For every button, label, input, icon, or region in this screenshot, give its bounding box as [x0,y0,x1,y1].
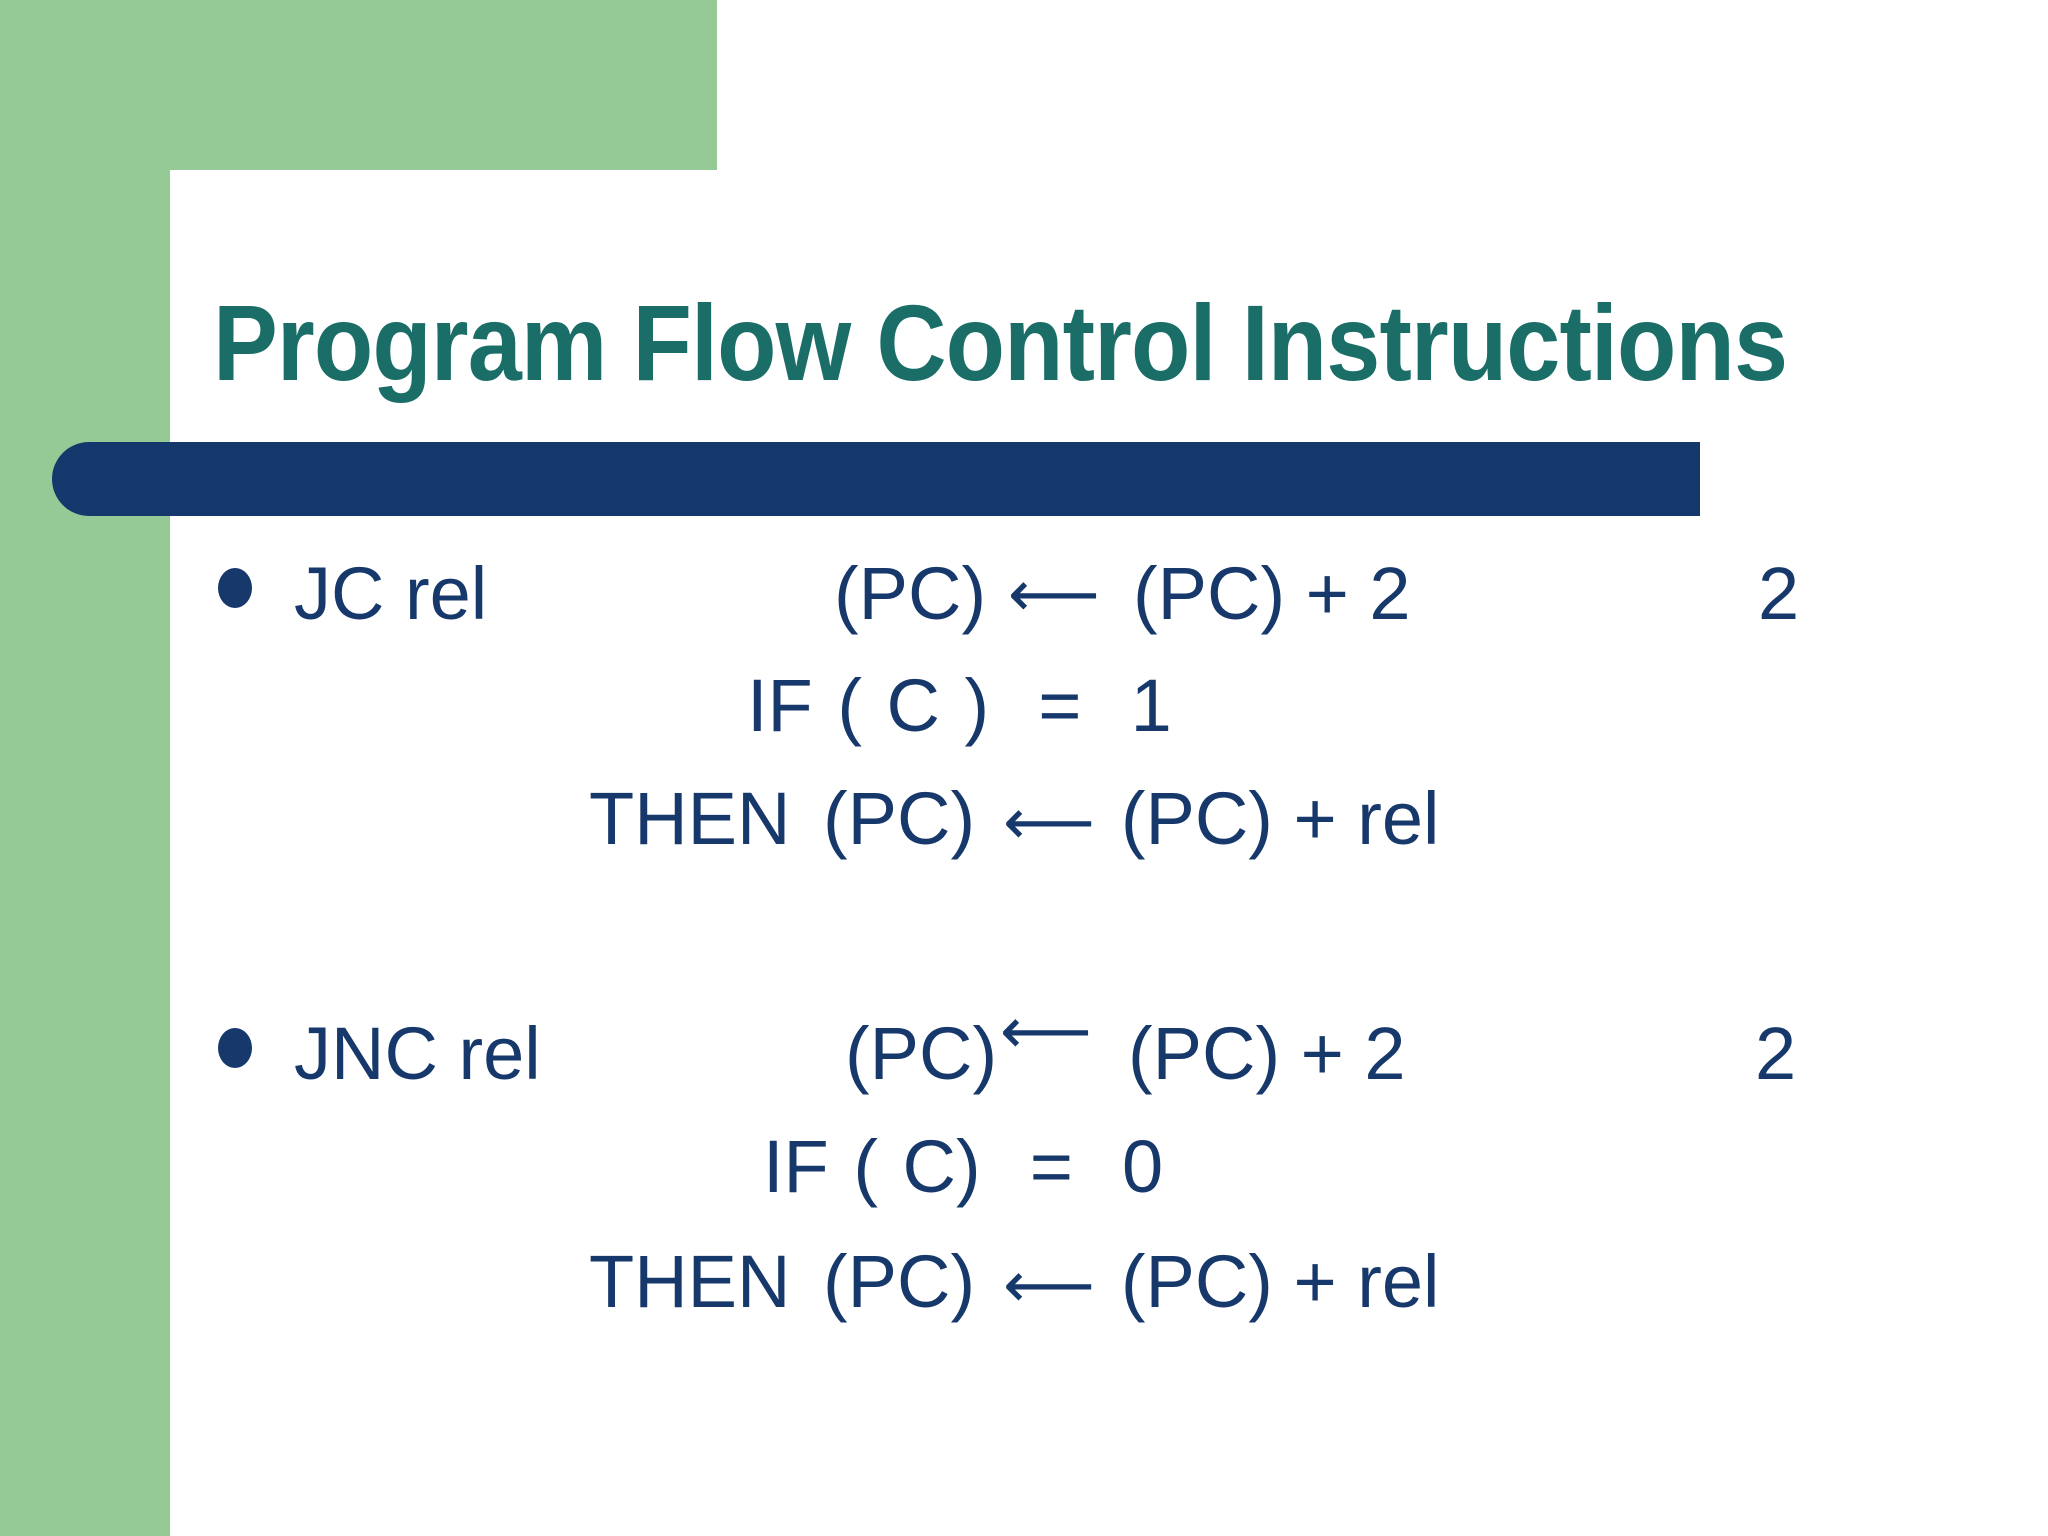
jc-then-prefix: THEN (PC) [589,777,976,860]
jnc-operation-dest: (PC) [845,1012,998,1095]
slide-title: Program Flow Control Instructions [213,282,1788,403]
green-left-column [0,0,170,1536]
jc-then-suffix: (PC) + rel [1120,777,1440,860]
jnc-operation-src: (PC) + 2 [1128,1012,1406,1095]
jnc-byte-count: 2 [1755,1012,1797,1095]
jc-then-clause: THEN (PC)⟵(PC) + rel [589,782,1440,856]
left-arrow-icon: ⟵ [1003,786,1095,858]
jc-condition: IF ( C ) = 1 [747,664,1172,747]
title-underline-bar [52,442,1700,516]
content-panel [170,170,2048,1536]
jnc-mnemonic: JNC rel [294,1012,541,1095]
bullet-icon [218,1028,252,1068]
bullet-icon [218,568,252,608]
left-arrow-icon: ⟵ [1000,995,1092,1067]
jnc-then-suffix: (PC) + rel [1120,1240,1440,1323]
jnc-condition: IF ( C) = 0 [763,1125,1164,1208]
jnc-then-clause: THEN (PC)⟵(PC) + rel [589,1245,1440,1319]
jnc-then-prefix: THEN (PC) [589,1240,976,1323]
jc-operation-dest: (PC) [834,552,987,635]
left-arrow-icon: ⟵ [1008,558,1100,630]
jc-operation-src: (PC) + 2 [1133,552,1411,635]
jc-mnemonic: JC rel [294,552,488,635]
jc-byte-count: 2 [1758,552,1800,635]
left-arrow-icon: ⟵ [1003,1249,1095,1321]
